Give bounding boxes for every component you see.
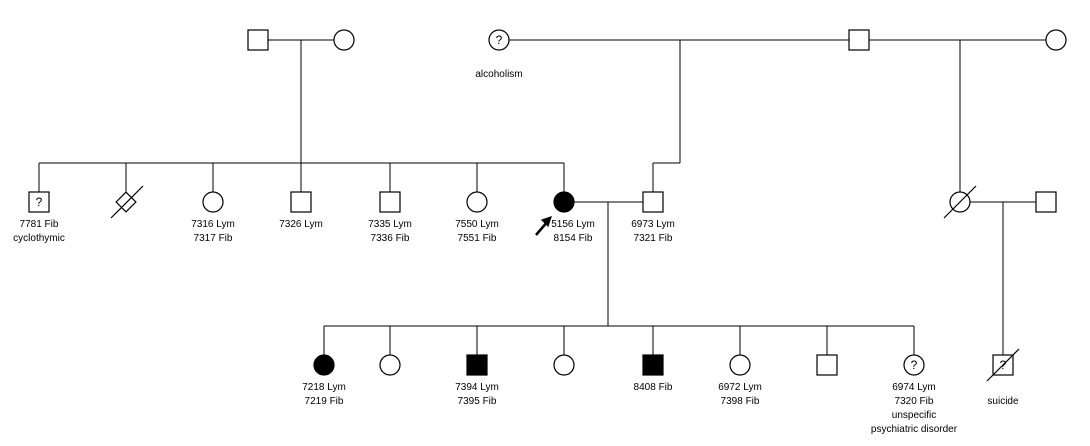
label-line: 7321 Fib <box>633 233 673 244</box>
label-line: 7320 Fib <box>894 396 934 407</box>
label-line: 7781 Fib <box>19 219 59 230</box>
label-line: 7394 Lym <box>455 382 499 393</box>
deceased-slash <box>110 185 144 219</box>
label-line: alcoholism <box>475 69 523 80</box>
label-7335: 7335 Lym 7336 Fib <box>368 218 412 246</box>
label-suicide: suicide <box>987 395 1018 409</box>
grandfather-right-male-symbol <box>848 29 870 51</box>
question-mark-cousin: ? <box>1000 358 1007 372</box>
label-8408: 8408 Fib <box>634 381 673 395</box>
label-line: 7336 Fib <box>370 233 410 244</box>
label-line: 6974 Lym <box>892 382 936 393</box>
label-7316: 7316 Lym 7317 Fib <box>191 218 235 246</box>
child-2-female-symbol <box>379 354 401 376</box>
child-7-male-symbol <box>816 354 838 376</box>
ind-7781-male-symbol <box>28 191 50 213</box>
label-7550: 7550 Lym 7551 Fib <box>455 218 499 246</box>
child-4-female-symbol <box>553 354 575 376</box>
label-alcoholism: alcoholism <box>475 68 522 82</box>
label-line: 7316 Lym <box>191 219 235 230</box>
grandfather-left-male-symbol <box>247 29 269 51</box>
ind-7316-female-symbol <box>202 191 224 213</box>
deceased-sibling-diamond-symbol <box>115 191 137 213</box>
label-line: 7551 Fib <box>457 233 497 244</box>
label-spouse: 6973 Lym 7321 Fib <box>631 218 675 246</box>
ind-7335-male-symbol <box>379 191 401 213</box>
label-proband: 5156 Lym 8154 Fib <box>551 218 595 246</box>
proband-arrow-head <box>540 216 552 228</box>
label-line: 8154 Fib <box>553 233 593 244</box>
label-line: 7317 Fib <box>193 233 233 244</box>
grandmother-left-female-symbol <box>333 29 355 51</box>
question-mark-6974: ? <box>911 358 918 372</box>
label-line: unspecific <box>891 410 937 421</box>
label-line: 7326 Lym <box>279 219 323 230</box>
question-mark-grandmother: ? <box>496 33 503 47</box>
label-line: psychiatric disorder <box>870 424 958 435</box>
label-line: cyclothymic <box>13 233 65 244</box>
child-7394-affected-male-symbol <box>466 354 488 376</box>
child-7218-affected-female-symbol <box>313 354 335 376</box>
child-6974-unknown-female-symbol <box>903 354 925 376</box>
label-line: 7219 Fib <box>304 396 344 407</box>
ind-7550-female-symbol <box>466 191 488 213</box>
grandfather-second-wife-female-symbol <box>1045 29 1067 51</box>
label-6972: 6972 Lym 7398 Fib <box>718 381 762 409</box>
spouse-6973-male-symbol <box>642 191 664 213</box>
label-line: 6972 Lym <box>718 382 762 393</box>
label-line: 7335 Lym <box>368 219 412 230</box>
label-7394: 7394 Lym 7395 Fib <box>455 381 499 409</box>
grandmother-right-unknown-female-symbol <box>488 29 510 51</box>
question-mark-7781: ? <box>36 195 43 209</box>
half-aunt-husband-male-symbol <box>1035 191 1057 213</box>
label-6974: 6974 Lym 7320 Fib unspecific psychiatric… <box>871 381 957 437</box>
label-7218: 7218 Lym 7219 Fib <box>302 381 346 409</box>
label-line: 7218 Lym <box>302 382 346 393</box>
label-7326: 7326 Lym <box>279 218 323 232</box>
label-line: 7398 Fib <box>720 396 760 407</box>
child-8408-affected-male-symbol <box>642 354 664 376</box>
child-6972-female-symbol <box>729 354 751 376</box>
label-7781: 7781 Fib cyclothymic <box>13 218 65 246</box>
label-line: 6973 Lym <box>631 219 675 230</box>
ind-7326-male-symbol <box>290 191 312 213</box>
label-line: suicide <box>987 396 1019 407</box>
proband-affected-female-symbol <box>553 191 575 213</box>
cousin-suicide-deceased-slash <box>986 348 1020 382</box>
label-line: 8408 Fib <box>633 382 673 393</box>
label-line: 7395 Fib <box>457 396 497 407</box>
label-line: 7550 Lym <box>455 219 499 230</box>
half-aunt-deceased-slash <box>943 185 977 219</box>
label-line: 5156 Lym <box>551 219 595 230</box>
